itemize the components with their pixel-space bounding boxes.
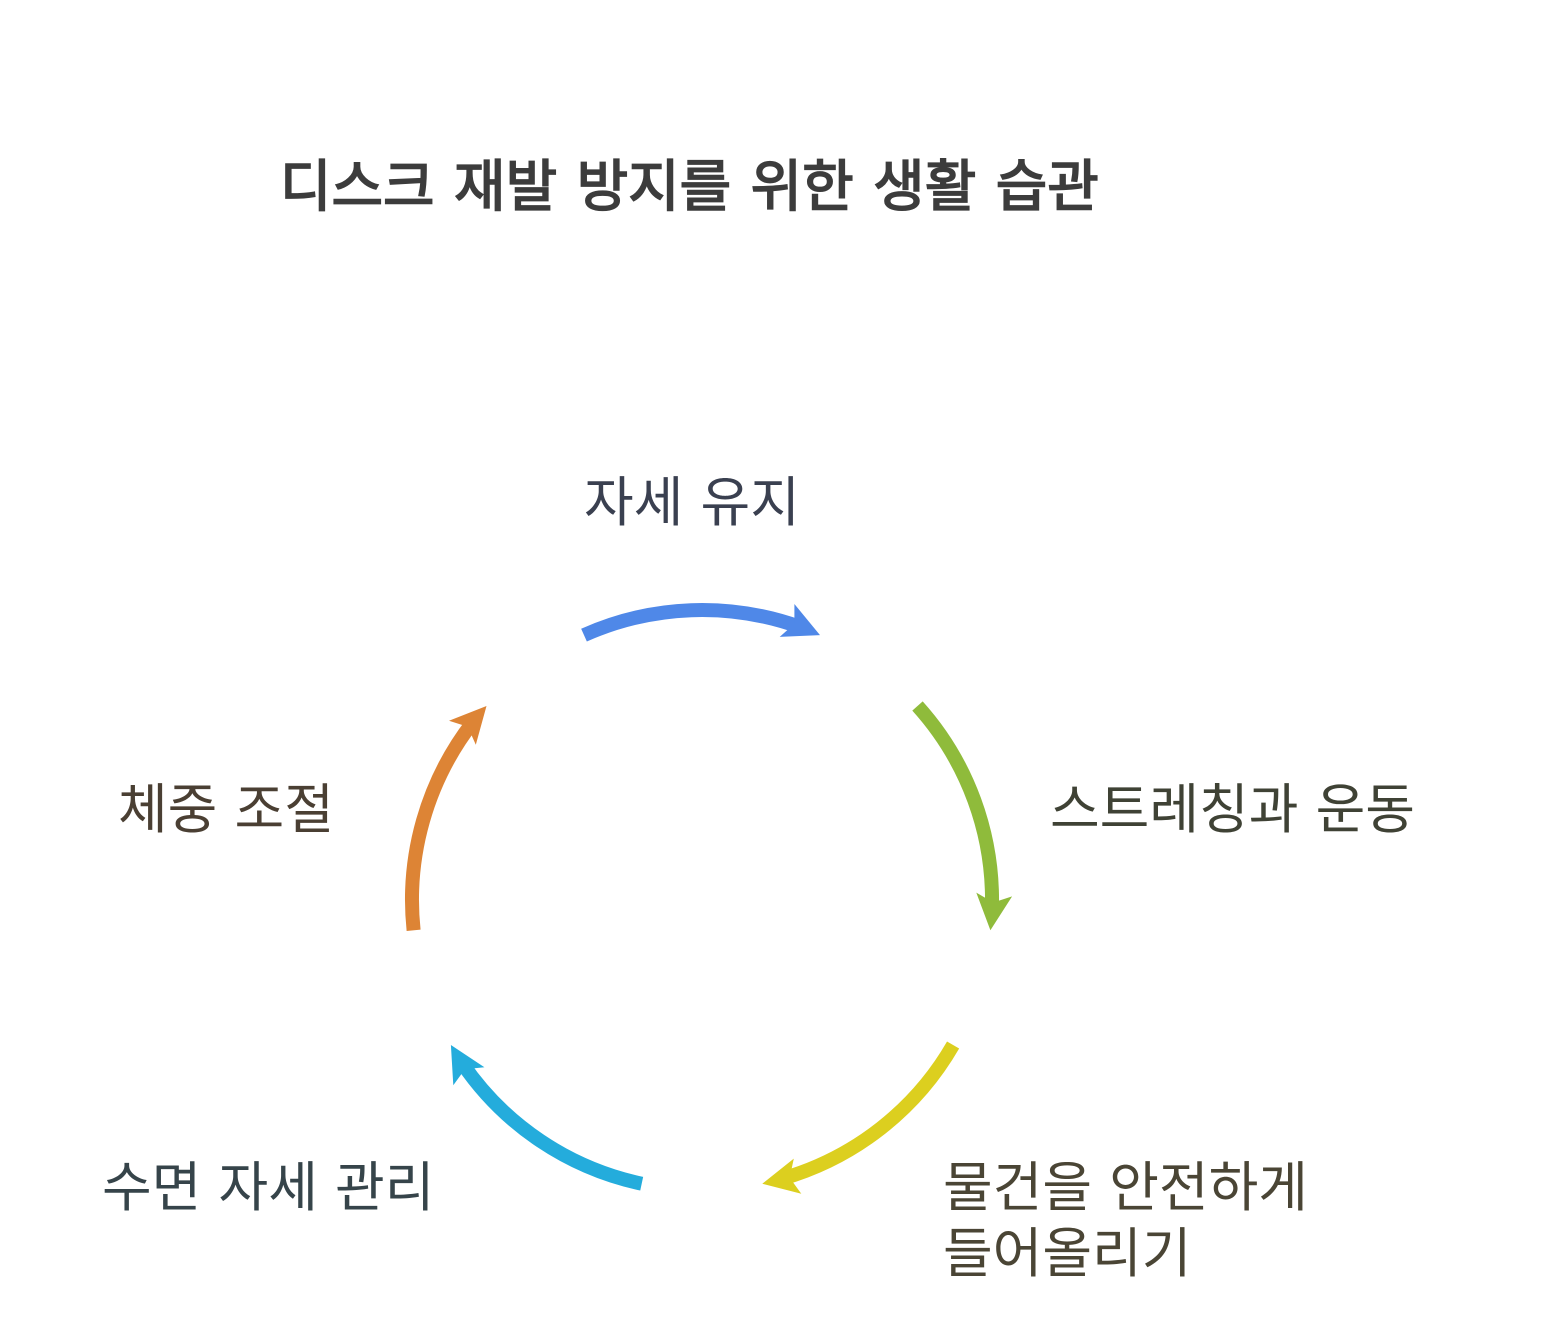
- arrowhead-weight: [449, 706, 487, 745]
- arrow-lifting-to-sleep: [781, 1041, 960, 1186]
- arrowhead-posture: [779, 604, 820, 637]
- arrow-sleep-to-weight: [456, 1059, 644, 1191]
- arrowhead-sleep: [450, 1045, 485, 1086]
- step-label-safe-lifting-line1: 물건을 안전하게: [943, 1156, 1308, 1219]
- arrow-posture-to-stretching: [581, 603, 803, 642]
- step-label-sleep-posture: 수면 자세 관리: [102, 1156, 435, 1219]
- diagram-title: 디스크 재발 방지를 위한 생활 습관: [280, 155, 1099, 220]
- arrow-weight-to-posture: [405, 718, 479, 932]
- arrowhead-lifting: [762, 1158, 802, 1194]
- step-label-posture: 자세 유지: [584, 471, 800, 534]
- arrowhead-stretching: [976, 892, 1013, 931]
- step-label-safe-lifting: 물건을 안전하게 들어올리기: [943, 1155, 1308, 1287]
- step-label-stretching-exercise: 스트레칭과 운동: [1050, 778, 1415, 841]
- arrow-stretching-to-lifting: [912, 701, 999, 910]
- step-label-safe-lifting-line2: 들어올리기: [943, 1222, 1192, 1285]
- step-label-weight-control: 체중 조절: [118, 778, 334, 841]
